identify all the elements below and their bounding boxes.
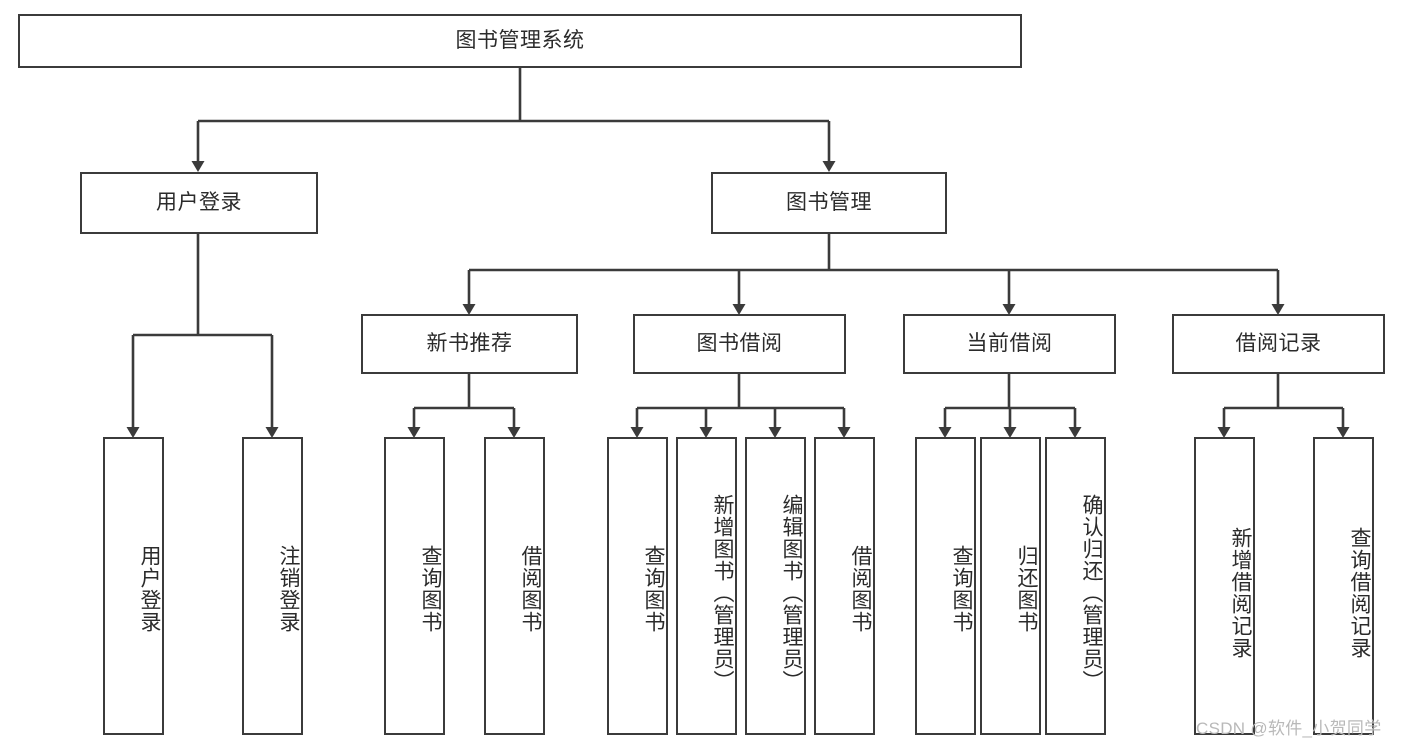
node-label: 用户登录 <box>156 191 242 215</box>
node-label: 新增借阅记录 <box>1229 527 1252 659</box>
node-book-management[interactable]: 图书管理 <box>711 172 947 234</box>
leaf-borrow-book[interactable]: 借阅图书 <box>814 437 875 735</box>
node-label: 查询图书 <box>419 545 442 633</box>
node-label: 查询图书 <box>642 545 665 633</box>
node-new-book-recommend[interactable]: 新书推荐 <box>361 314 578 374</box>
leaf-return-book[interactable]: 归还图书 <box>980 437 1041 735</box>
node-borrow-records[interactable]: 借阅记录 <box>1172 314 1385 374</box>
node-label: 查询借阅记录 <box>1348 527 1371 659</box>
node-label: 借阅记录 <box>1235 332 1322 356</box>
leaf-user-login[interactable]: 用户登录 <box>103 437 164 735</box>
leaf-borrow-book-recommend[interactable]: 借阅图书 <box>484 437 545 735</box>
node-label: 图书管理 <box>786 191 872 215</box>
leaf-query-borrow-record[interactable]: 查询借阅记录 <box>1313 437 1374 735</box>
node-label: 编辑图书（管理员） <box>780 494 803 692</box>
node-label: 借阅图书 <box>849 545 872 633</box>
node-root-system[interactable]: 图书管理系统 <box>18 14 1022 68</box>
node-label: 新书推荐 <box>426 332 513 356</box>
node-label: 查询图书 <box>950 545 973 633</box>
node-label: 图书管理系统 <box>455 29 585 53</box>
node-label: 确认归还（管理员） <box>1080 494 1103 692</box>
leaf-add-borrow-record[interactable]: 新增借阅记录 <box>1194 437 1255 735</box>
node-label: 用户登录 <box>138 545 161 633</box>
leaf-logout[interactable]: 注销登录 <box>242 437 303 735</box>
node-label: 归还图书 <box>1015 545 1038 633</box>
node-label: 新增图书（管理员） <box>711 494 734 692</box>
csdn-watermark: CSDN @软件_小贺同学 <box>1196 714 1382 739</box>
node-user-login[interactable]: 用户登录 <box>80 172 318 234</box>
node-current-borrow[interactable]: 当前借阅 <box>903 314 1116 374</box>
watermark-text: CSDN @软件_小贺同学 <box>1196 719 1382 738</box>
leaf-confirm-return-admin[interactable]: 确认归还（管理员） <box>1045 437 1106 735</box>
node-label: 图书借阅 <box>696 332 783 356</box>
leaf-query-book-borrow[interactable]: 查询图书 <box>607 437 668 735</box>
leaf-edit-book-admin[interactable]: 编辑图书（管理员） <box>745 437 806 735</box>
node-label: 借阅图书 <box>519 545 542 633</box>
node-label: 注销登录 <box>277 545 300 633</box>
leaf-query-book-recommend[interactable]: 查询图书 <box>384 437 445 735</box>
node-label: 当前借阅 <box>966 332 1053 356</box>
leaf-add-book-admin[interactable]: 新增图书（管理员） <box>676 437 737 735</box>
node-book-borrow[interactable]: 图书借阅 <box>633 314 846 374</box>
leaf-query-book-current[interactable]: 查询图书 <box>915 437 976 735</box>
